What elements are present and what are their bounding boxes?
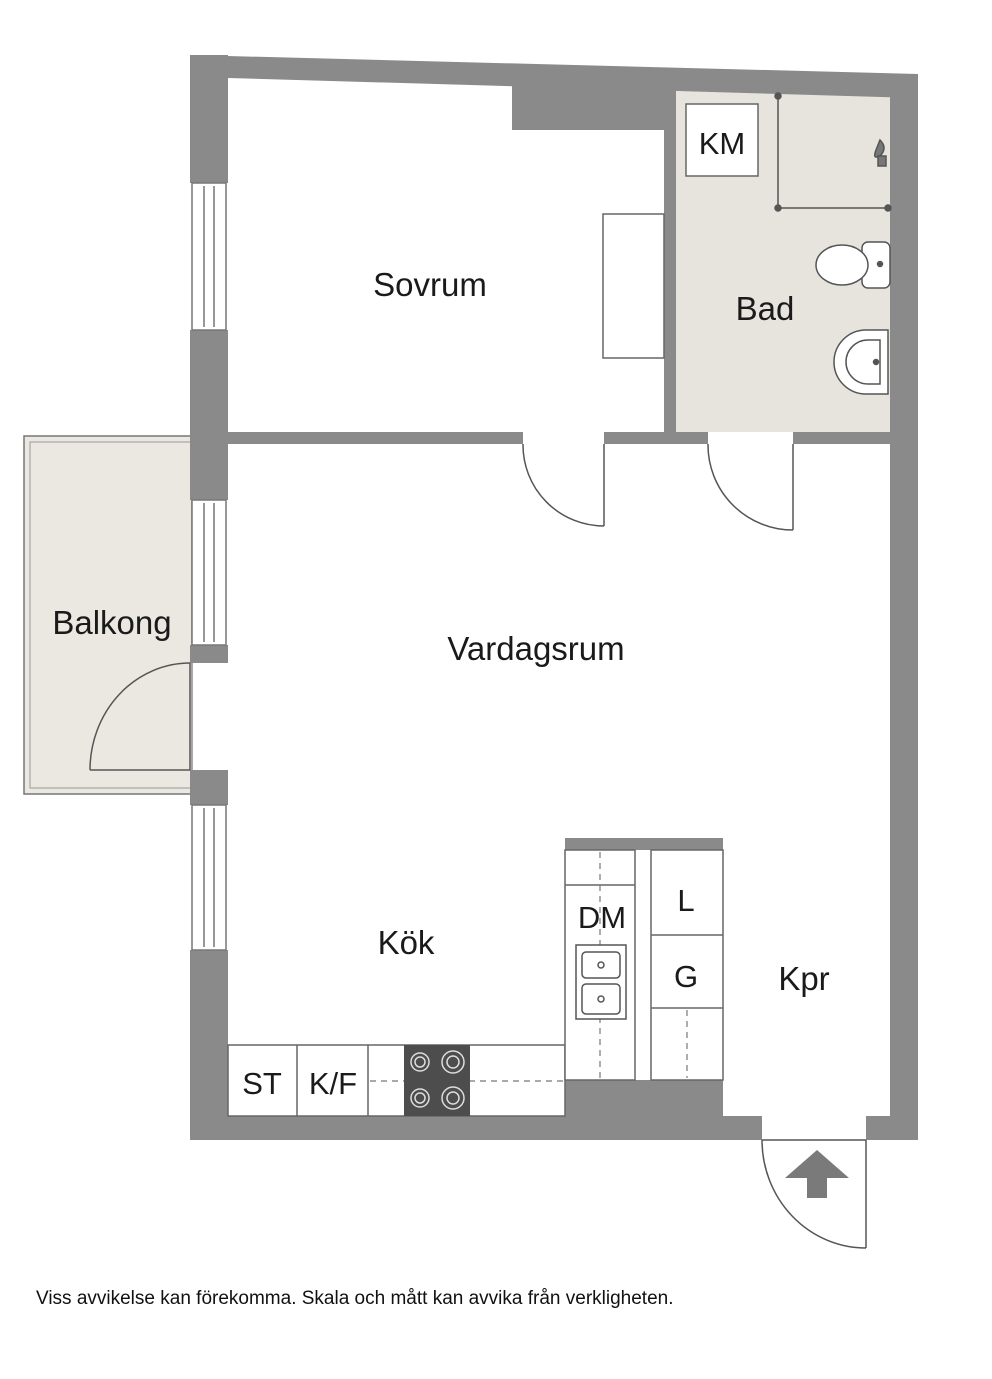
balcony xyxy=(23,435,193,795)
bathroom-fixtures xyxy=(685,92,892,395)
walls xyxy=(190,55,918,1140)
doors xyxy=(89,443,867,1249)
fixture-label-g: G xyxy=(674,959,698,994)
disclaimer-text: Viss avvikelse kan förekomma. Skala och … xyxy=(36,1288,674,1309)
washbasin-icon xyxy=(833,329,889,395)
shower-icon xyxy=(774,92,892,212)
wardrobe xyxy=(602,213,665,359)
room-label-bad: Bad xyxy=(736,290,795,327)
room-label-kok: Kök xyxy=(378,924,435,961)
stove-icon xyxy=(404,1045,470,1116)
room-label-sovrum: Sovrum xyxy=(373,266,487,303)
fixture-label-kf: K/F xyxy=(309,1066,357,1101)
kitchen-counter xyxy=(227,849,724,1117)
fixture-label-st: ST xyxy=(242,1066,282,1101)
fixture-label-l: L xyxy=(677,883,694,918)
windows xyxy=(191,182,227,951)
room-label-balkong: Balkong xyxy=(52,604,171,641)
toilet-icon xyxy=(815,241,891,289)
sink-icon xyxy=(575,944,627,1020)
fixture-label-km: KM xyxy=(699,126,746,161)
fixture-label-dm: DM xyxy=(578,900,626,935)
room-label-vardagsrum: Vardagsrum xyxy=(447,630,624,667)
entrance-arrow-icon xyxy=(785,1150,849,1198)
km-box xyxy=(685,103,759,177)
room-label-kpr: Kpr xyxy=(778,960,829,997)
